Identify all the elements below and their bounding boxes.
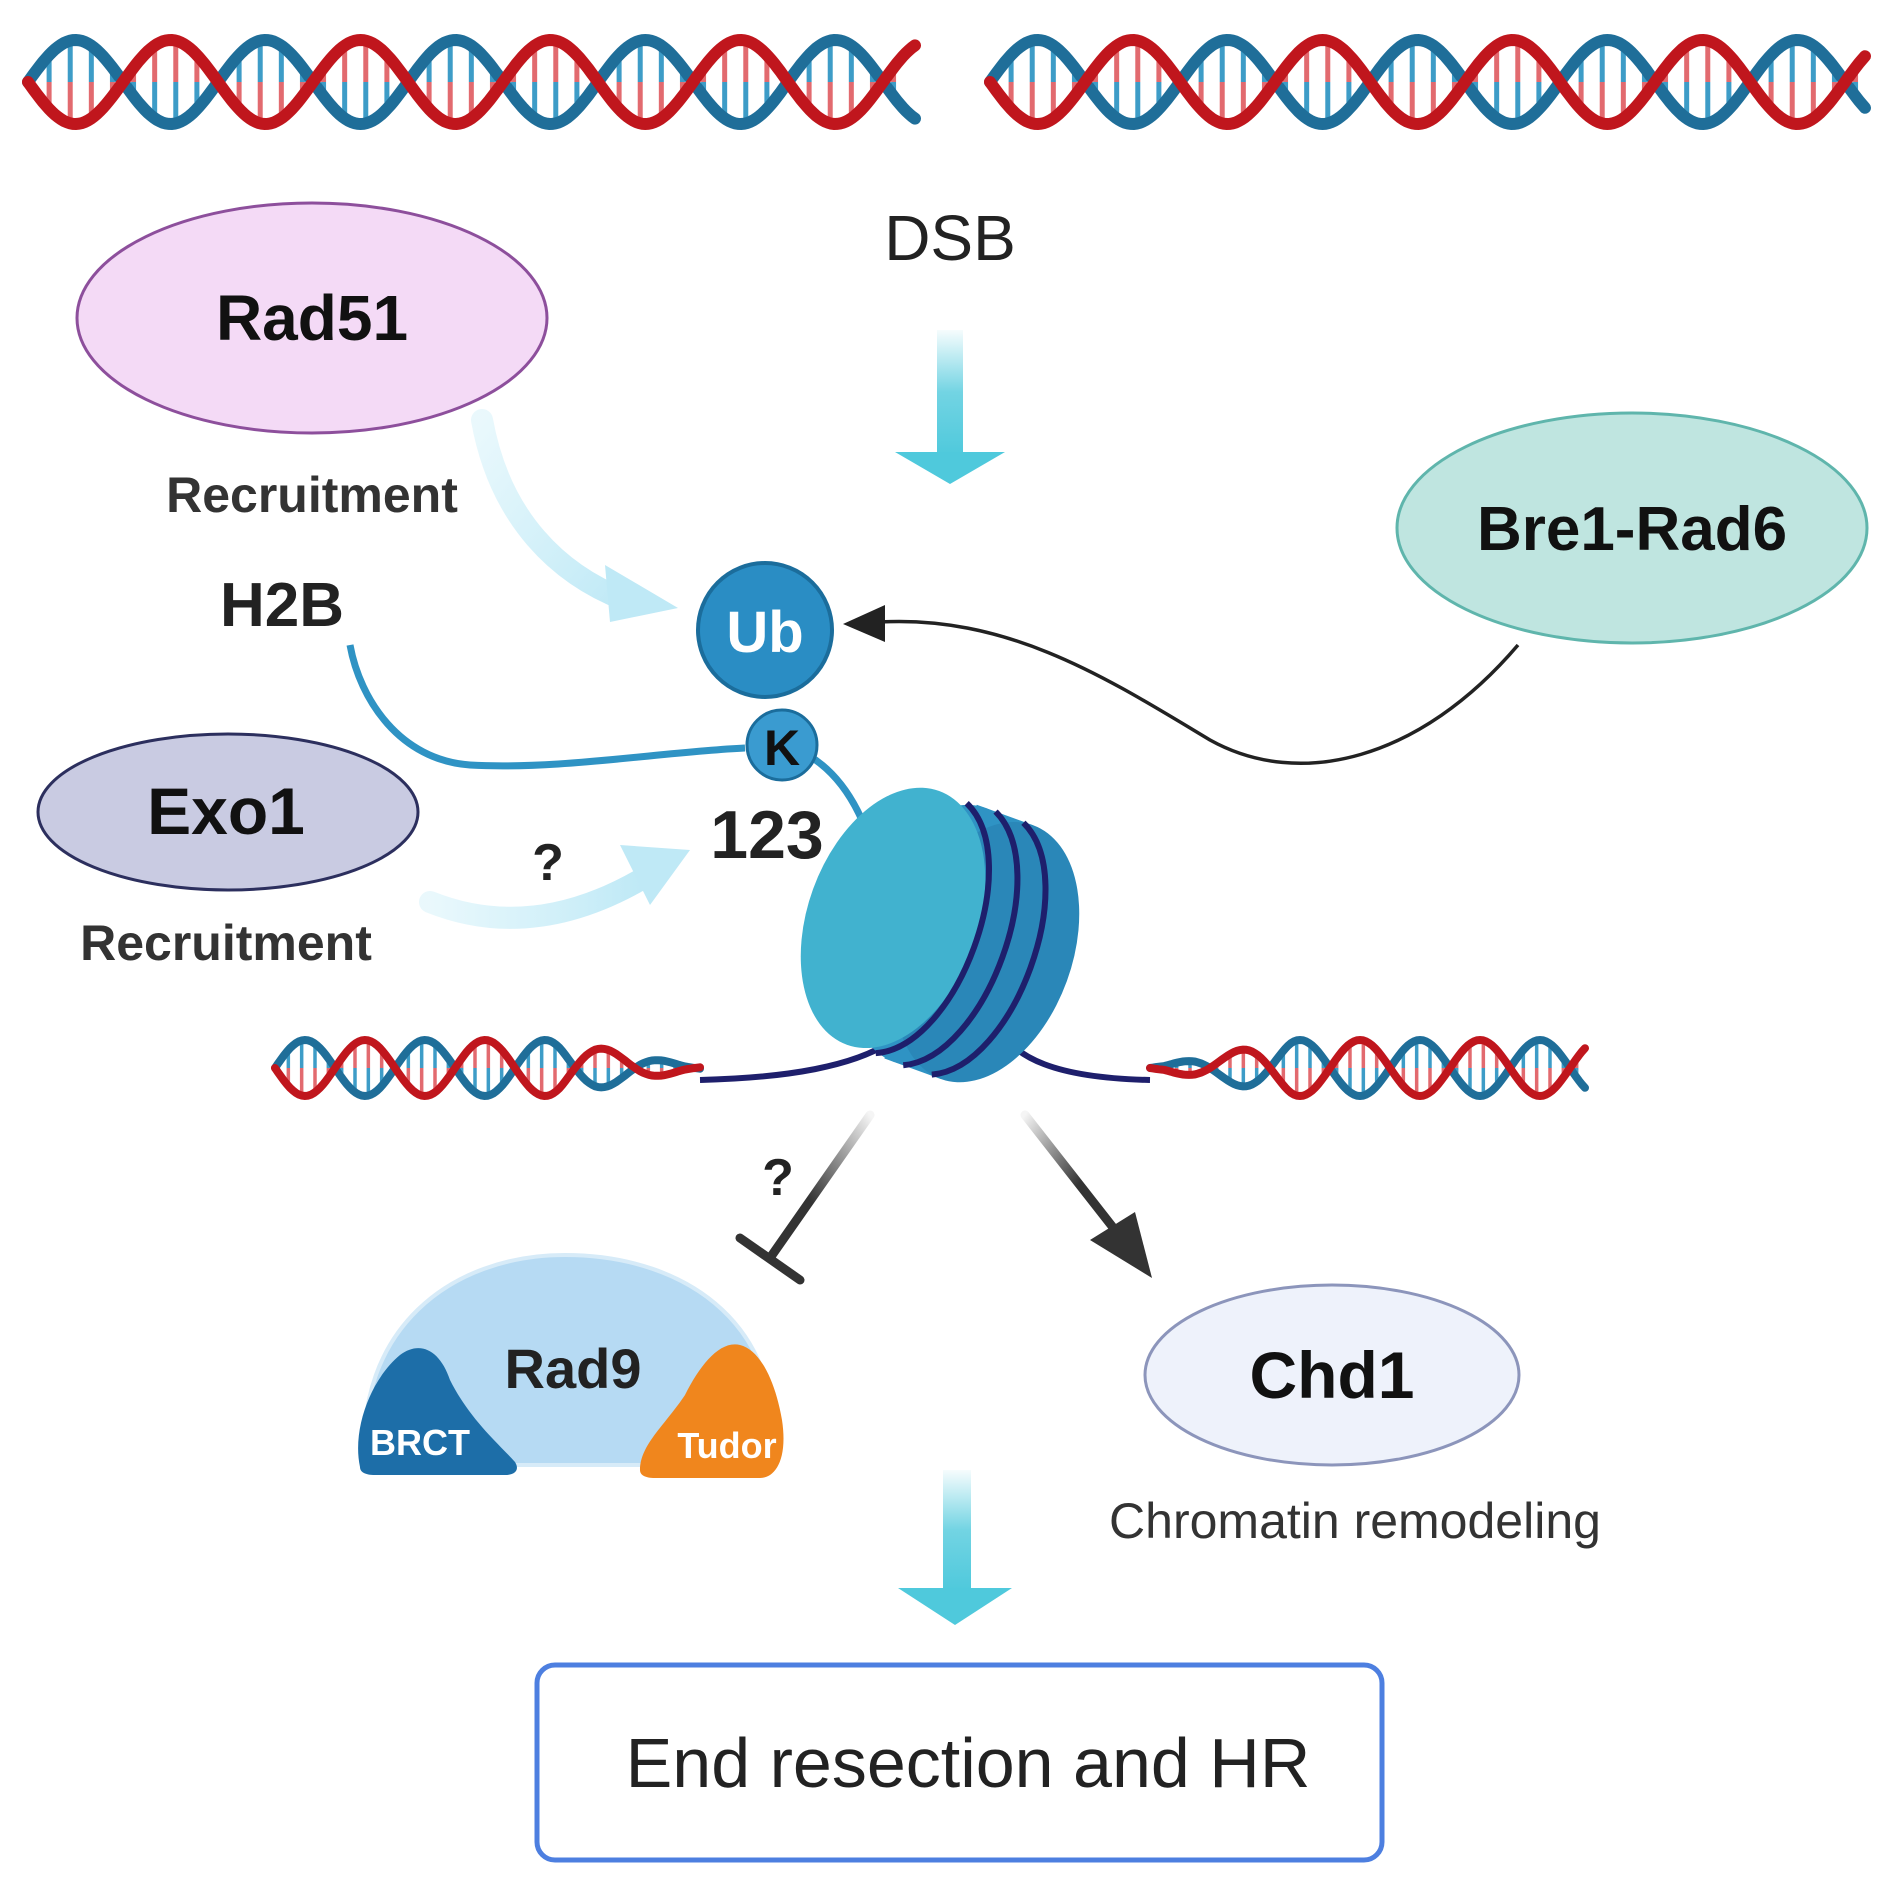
dsb-label: DSB bbox=[884, 202, 1016, 274]
ubiquitin-label: Ub bbox=[726, 600, 803, 665]
h2b-label: H2B bbox=[220, 571, 344, 640]
ubiquitin-circle bbox=[696, 561, 834, 699]
rad51-label: Rad51 bbox=[216, 282, 408, 354]
exo1-recruitment-arrow bbox=[419, 845, 690, 929]
chd1-ellipse bbox=[1143, 1283, 1521, 1467]
exo1-recruitment-label: Recruitment bbox=[80, 915, 372, 971]
h2b-tail bbox=[346, 644, 746, 770]
dsb-down-arrow bbox=[895, 330, 1005, 484]
bre1-rad6-label: Bre1-Rad6 bbox=[1477, 495, 1787, 564]
dna-helix-lower-left bbox=[271, 1035, 704, 1101]
exo1-ellipse bbox=[36, 732, 420, 892]
tudor-domain bbox=[640, 1344, 784, 1478]
rad9-label: Rad9 bbox=[505, 1337, 642, 1400]
dna-helix-left-fragment bbox=[22, 33, 921, 131]
exo1-label: Exo1 bbox=[147, 774, 305, 848]
rad9-inhibition-arrow bbox=[735, 1110, 875, 1285]
rad9-question-mark: ? bbox=[762, 1149, 794, 1207]
outcome-label: End resection and HR bbox=[626, 1724, 1311, 1802]
chd1-activation-arrow bbox=[1020, 1110, 1152, 1278]
lysine-circle bbox=[745, 708, 819, 782]
tudor-label: Tudor bbox=[677, 1425, 776, 1466]
rad51-ellipse bbox=[75, 201, 549, 435]
chd1-label: Chd1 bbox=[1250, 1338, 1415, 1412]
bre1-rad6-ellipse bbox=[1395, 411, 1869, 645]
outcome-box bbox=[534, 1662, 1385, 1863]
dna-helix-right-fragment bbox=[984, 33, 1871, 131]
brct-domain bbox=[358, 1348, 517, 1475]
exo1-question-mark: ? bbox=[532, 834, 564, 892]
residue-number-label: 123 bbox=[710, 797, 823, 873]
rad51-recruitment-arrow bbox=[471, 409, 678, 622]
lysine-label: K bbox=[764, 720, 800, 776]
outcome-down-arrow bbox=[898, 1470, 1012, 1625]
dna-helix-lower-right bbox=[1146, 1035, 1589, 1101]
bre1-to-ub-arrow bbox=[843, 605, 1520, 766]
nucleosome bbox=[800, 787, 1080, 1083]
rad9-complex: Rad9 BRCT Tudor bbox=[358, 1252, 784, 1513]
chromatin-remodeling-label: Chromatin remodeling bbox=[1109, 1493, 1601, 1549]
brct-label: BRCT bbox=[370, 1422, 470, 1463]
rad51-recruitment-label: Recruitment bbox=[166, 467, 458, 523]
